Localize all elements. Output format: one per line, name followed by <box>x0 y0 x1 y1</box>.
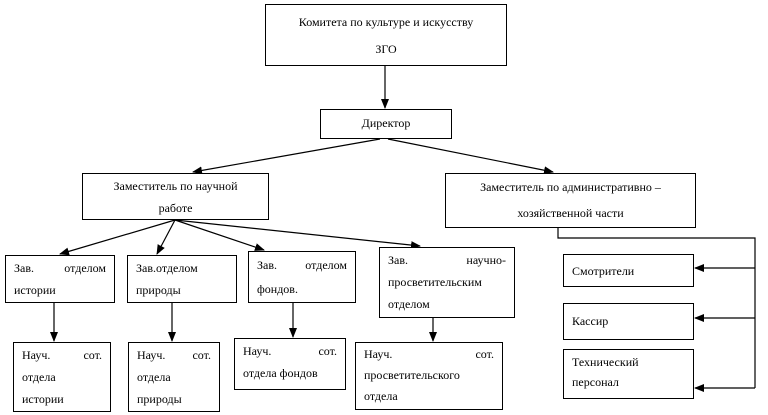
staff-education-box: Науч. сот. просветительского отдела <box>355 342 503 410</box>
technical-staff-box: Технический персонал <box>563 349 694 399</box>
staff-history-line2: отдела <box>22 370 56 384</box>
head-nature-box: Зав.отделом природы <box>127 255 237 303</box>
head-funds-line1: Зав. отделом <box>257 258 347 272</box>
staff-funds-box: Науч. сот. отдела фондов <box>234 338 346 390</box>
head-history-line1: Зав. отделом <box>14 261 106 275</box>
head-funds-box: Зав. отделом фондов. <box>248 251 356 303</box>
staff-education-line2: просветительского <box>364 368 460 382</box>
watchers-label: Смотрители <box>572 264 635 278</box>
staff-nature-box: Науч. сот. отдела природы <box>128 342 220 412</box>
admin-bracket-line <box>557 228 756 388</box>
director-label: Директор <box>361 116 411 130</box>
deputy-to-funds-head-line <box>174 219 265 251</box>
staff-history-line3: истории <box>22 392 64 406</box>
head-nature-line2: природы <box>136 283 181 297</box>
head-nature-line1: Зав.отделом <box>136 261 198 275</box>
staff-nature-line2: отдела <box>137 370 171 384</box>
director-to-admin-deputy-line <box>387 138 554 175</box>
committee-line1: Комитета по культуре и искусству <box>298 15 474 29</box>
deputy-science-line2: работе <box>158 201 193 215</box>
committee-line2: ЗГО <box>375 42 397 56</box>
head-education-box: Зав. научно- просветительским отделом <box>379 247 515 318</box>
staff-education-line1: Науч. сот. <box>364 347 494 361</box>
deputy-to-education-head-line <box>174 219 421 250</box>
deputy-admin-line1: Заместитель по административно – <box>480 180 661 194</box>
deputy-science-box: Заместитель по научной работе <box>82 173 269 220</box>
cashier-box: Кассир <box>563 303 694 340</box>
head-history-box: Зав. отделом истории <box>5 255 115 303</box>
cashier-label: Кассир <box>572 314 609 328</box>
deputy-admin-box: Заместитель по административно – хозяйст… <box>445 173 696 228</box>
deputy-admin-line2: хозяйственной части <box>517 206 624 220</box>
staff-funds-line1: Науч. сот. <box>243 344 337 358</box>
head-education-line3: отделом <box>388 297 430 311</box>
staff-history-line1: Науч. сот. <box>22 348 102 362</box>
deputy-science-line1: Заместитель по научной <box>113 179 238 193</box>
deputy-to-history-head-line <box>59 219 176 256</box>
deputy-to-nature-head-line <box>156 219 176 255</box>
head-education-line1: Зав. научно- <box>388 253 506 267</box>
staff-funds-line2: отдела фондов <box>243 366 318 380</box>
watchers-box: Смотрители <box>563 254 694 287</box>
head-education-line2: просветительским <box>388 275 482 289</box>
technical-staff-line1: Технический <box>572 355 639 369</box>
staff-nature-line1: Науч. сот. <box>137 348 211 362</box>
head-history-line2: истории <box>14 283 56 297</box>
technical-staff-line2: персонал <box>572 375 619 389</box>
director-to-science-deputy-line <box>192 138 381 175</box>
staff-education-line3: отдела <box>364 389 398 403</box>
head-funds-line2: фондов. <box>257 282 298 296</box>
director-box: Директор <box>320 109 452 139</box>
staff-history-box: Науч. сот. отдела истории <box>13 342 111 412</box>
committee-box: Комитета по культуре и искусству ЗГО <box>265 4 507 66</box>
staff-nature-line3: природы <box>137 392 182 406</box>
